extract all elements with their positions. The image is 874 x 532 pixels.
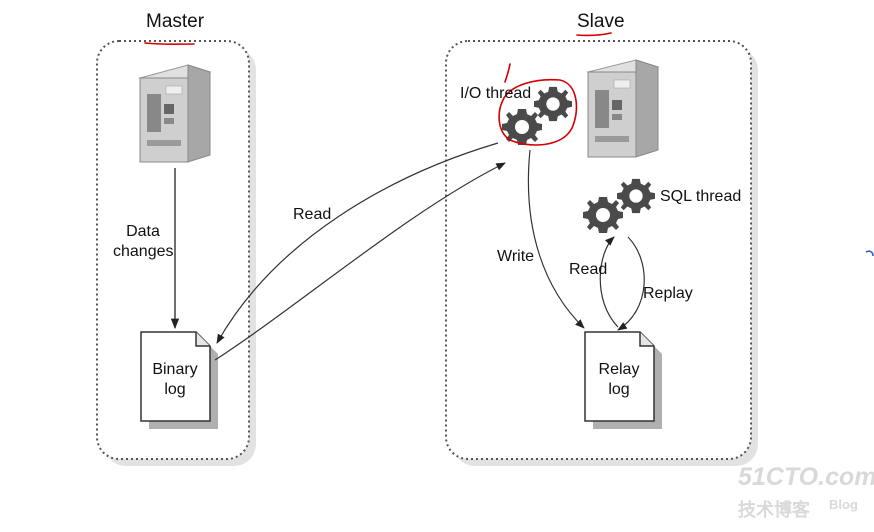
data-changes-line1: Data xyxy=(126,223,160,240)
slave-server-icon xyxy=(586,59,660,158)
edge-mark xyxy=(865,250,874,257)
relay-log-document xyxy=(584,331,662,429)
red-annotation-marks xyxy=(144,32,612,146)
data-changes-label: Data changes xyxy=(113,222,174,262)
read-link-label: Read xyxy=(293,206,332,223)
relay-log-label: Relay log xyxy=(588,360,650,400)
relay-log-line2: log xyxy=(608,381,630,398)
sql-read-label: Read xyxy=(569,261,608,278)
binary-log-label: Binary log xyxy=(144,360,206,400)
write-arrow xyxy=(527,149,585,329)
read-request-curve xyxy=(216,142,499,344)
watermark-blog: Blog xyxy=(829,497,858,512)
data-changes-line2: changes xyxy=(113,243,174,260)
relay-log-line1: Relay xyxy=(598,361,640,378)
watermark-brand: 51CTO.com xyxy=(738,463,874,491)
replay-label: Replay xyxy=(643,285,693,302)
replay-arrow xyxy=(617,236,645,331)
sql-read-arrow xyxy=(599,236,619,328)
io-thread-label: I/O thread xyxy=(460,85,532,102)
slave-title: Slave xyxy=(577,11,625,32)
write-label: Write xyxy=(497,248,535,265)
master-server-icon xyxy=(138,64,212,163)
binary-log-line2: log xyxy=(164,381,186,398)
read-response-curve xyxy=(214,162,506,361)
master-title: Master xyxy=(146,11,205,32)
binary-log-document xyxy=(140,331,218,429)
sql-thread-label: SQL thread xyxy=(660,188,742,205)
watermark-sub: 技术博客 xyxy=(738,500,810,520)
binary-log-line1: Binary xyxy=(152,361,198,378)
